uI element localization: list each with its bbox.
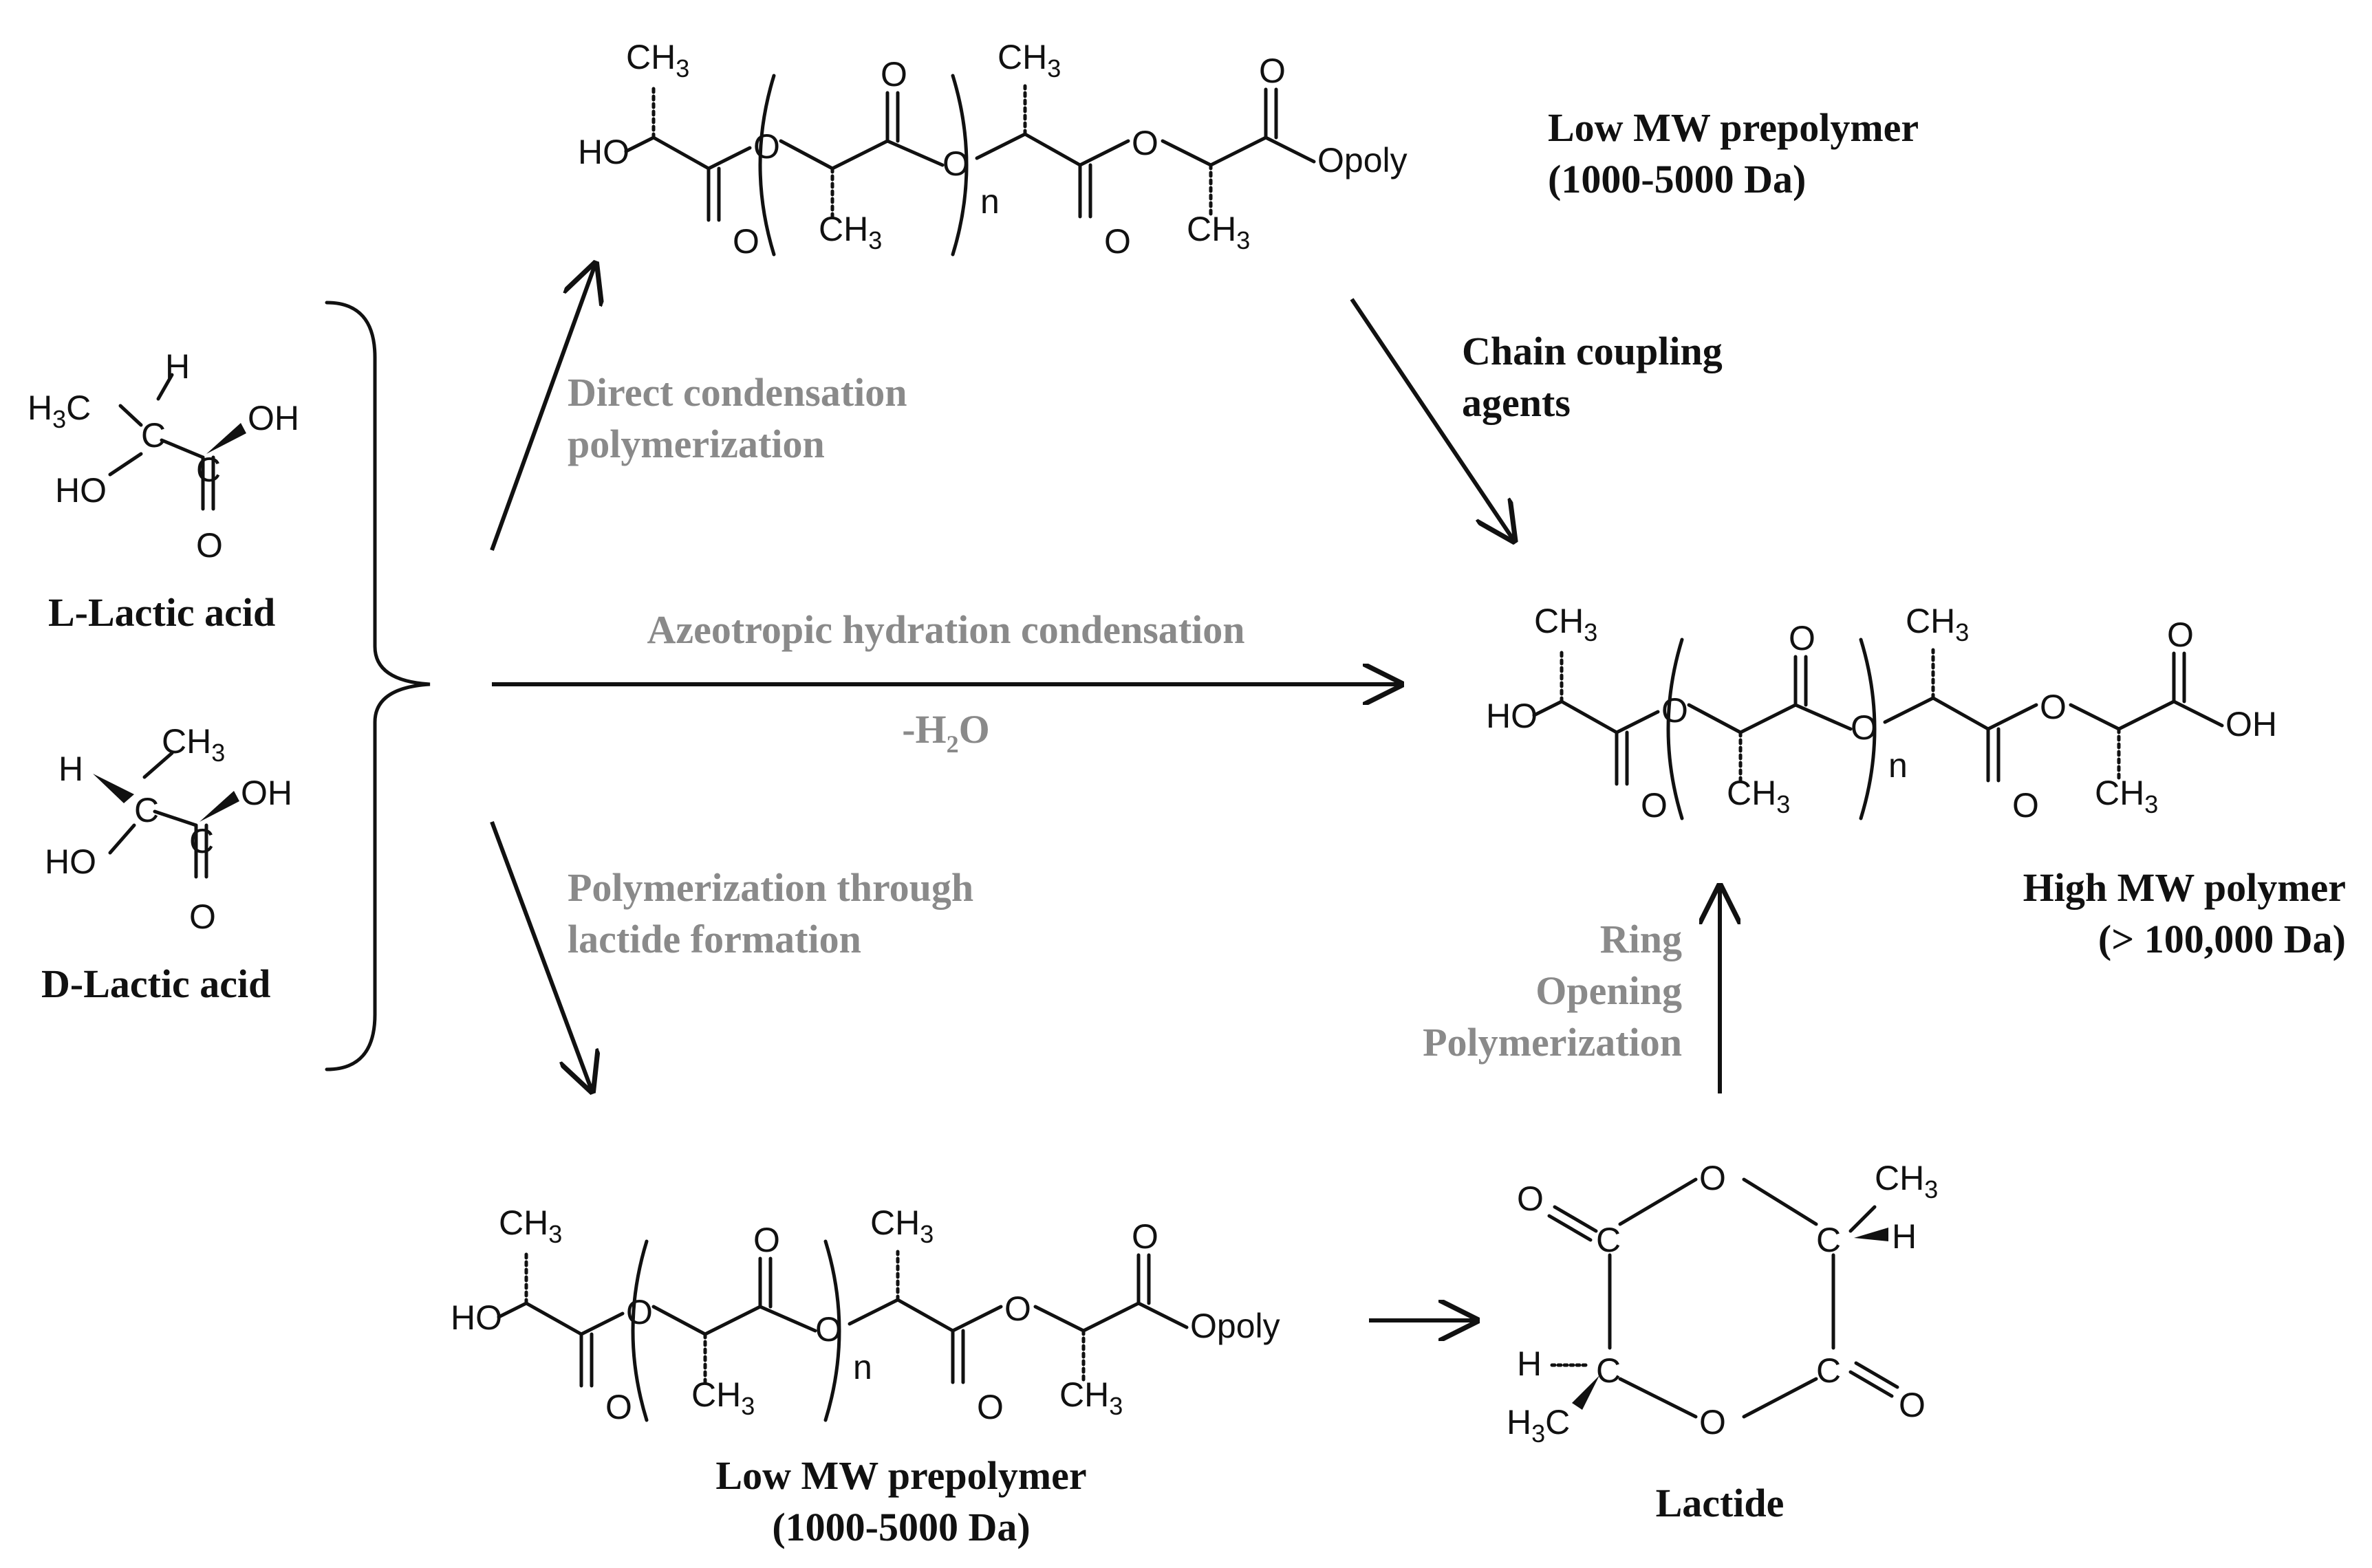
svg-text:C: C (1816, 1221, 1841, 1259)
svg-text:CH3: CH3 (870, 1204, 934, 1248)
d-acid-ho: HO (45, 842, 96, 881)
l-acid-oh: OH (248, 399, 299, 437)
lactide-label: Lactide (1656, 1481, 1785, 1525)
svg-text:O: O (753, 1221, 780, 1259)
svg-text:O: O (626, 1293, 653, 1331)
lactide-structure: O C C C C O O O CH3 H H H3C (1507, 1159, 1938, 1448)
svg-text:O: O (881, 55, 907, 94)
top-prepolymer-label-line2: (1000-5000 Da) (1548, 157, 1806, 202)
arrow-lactide-route (490, 820, 592, 1090)
l-acid-ho: HO (55, 471, 107, 510)
svg-text:O: O (605, 1388, 632, 1426)
svg-text:O: O (1699, 1159, 1726, 1197)
svg-text:CH3: CH3 (1875, 1159, 1938, 1204)
svg-text:HO: HO (1486, 697, 1538, 735)
svg-text:CH3: CH3 (1534, 602, 1597, 646)
svg-text:O: O (2040, 688, 2067, 726)
svg-text:O: O (1899, 1386, 1926, 1424)
l-acid-c: C (141, 416, 166, 455)
water-removal-label: -H2O (902, 707, 990, 758)
svg-text:CH3: CH3 (499, 1204, 562, 1248)
d-acid-ch3: CH3 (162, 722, 225, 767)
chain-coupling-label-line1: Chain coupling (1462, 329, 1723, 373)
svg-text:O: O (977, 1388, 1004, 1426)
svg-text:O: O (1132, 1217, 1158, 1256)
svg-text:O: O (1851, 708, 1877, 747)
svg-text:C: C (1816, 1351, 1841, 1390)
l-lactic-acid-structure: H3C H C OH HO C O (28, 347, 299, 565)
svg-text:Opoly: Opoly (1190, 1307, 1280, 1345)
svg-text:CH3: CH3 (998, 38, 1061, 83)
d-acid-c: C (134, 791, 159, 829)
arrow-chain-coupling (1350, 298, 1513, 540)
high-mw-polymer-label-line2: (> 100,000 Da) (2098, 917, 2346, 961)
svg-text:O: O (733, 222, 759, 261)
d-lactic-acid-structure: H CH3 C OH HO C O (45, 722, 292, 936)
svg-text:H: H (1892, 1217, 1917, 1256)
svg-text:CH3: CH3 (691, 1375, 755, 1420)
d-acid-carbonyl-c: C (189, 822, 214, 860)
svg-text:H: H (1517, 1344, 1542, 1383)
chain-coupling-label-line2: agents (1462, 380, 1571, 425)
svg-text:O: O (815, 1310, 842, 1349)
ring-opening-label-line1: Ring (1600, 917, 1682, 961)
high-mw-polymer-label-line1: High MW polymer (2023, 865, 2346, 910)
direct-condensation-label-line1: Direct condensation (568, 370, 907, 415)
svg-text:O: O (1699, 1403, 1726, 1441)
svg-text:O: O (1789, 619, 1815, 657)
svg-text:O: O (1517, 1179, 1544, 1218)
top-prepolymer-label-line1: Low MW prepolymer (1548, 105, 1919, 150)
svg-text:n: n (1888, 746, 1908, 785)
svg-text:CH3: CH3 (1187, 210, 1250, 254)
azeotropic-label: Azeotropic hydration condensation (647, 607, 1245, 652)
svg-text:CH3: CH3 (819, 210, 882, 254)
svg-text:CH3: CH3 (2095, 774, 2158, 818)
d-acid-h: H (58, 750, 83, 788)
svg-text:CH3: CH3 (626, 38, 689, 83)
top-prepolymer-structure: HO CH3 O O CH3 O O n CH3 O O CH3 O Opoly (578, 38, 1408, 261)
arrow-direct-condensation (490, 265, 595, 552)
svg-text:O: O (2167, 616, 2194, 654)
ring-opening-label-line3: Polymerization (1423, 1020, 1682, 1065)
d-acid-oh: OH (241, 774, 292, 812)
svg-text:O: O (753, 127, 780, 166)
svg-text:HO: HO (451, 1298, 502, 1337)
svg-text:HO: HO (578, 133, 629, 171)
svg-text:OH: OH (2225, 705, 2277, 743)
d-lactic-acid-label: D-Lactic acid (41, 961, 270, 1006)
svg-text:H3C: H3C (1507, 1403, 1570, 1448)
svg-text:O: O (2012, 786, 2039, 825)
l-acid-h: H (165, 347, 190, 386)
svg-text:O: O (1661, 691, 1688, 730)
svg-text:C: C (1596, 1221, 1621, 1259)
lactide-route-label-line2: lactide formation (568, 917, 861, 961)
svg-text:CH3: CH3 (1059, 1375, 1123, 1420)
svg-text:CH3: CH3 (1727, 774, 1790, 818)
high-mw-polymer-structure: HO CH3 O O CH3 O O n CH3 O O CH3 O OH (1486, 602, 2277, 825)
svg-text:O: O (1132, 124, 1158, 162)
bottom-prepolymer-label-line2: (1000-5000 Da) (772, 1505, 1030, 1549)
svg-text:O: O (1004, 1289, 1031, 1328)
svg-text:n: n (853, 1348, 872, 1386)
lactide-route-label-line1: Polymerization through (568, 865, 973, 910)
svg-text:O: O (1259, 52, 1286, 90)
l-acid-carbonyl-o: O (196, 526, 223, 565)
svg-text:Opoly: Opoly (1317, 141, 1408, 179)
bottom-prepolymer-structure: HO CH3 O O CH3 O O n CH3 O O CH3 O Opoly (451, 1204, 1280, 1426)
l-acid-carbonyl-c: C (196, 450, 221, 489)
direct-condensation-label-line2: polymerization (568, 422, 825, 466)
l-acid-h3c: H3C (28, 389, 91, 433)
svg-text:n: n (980, 182, 1000, 221)
svg-text:O: O (1104, 222, 1131, 261)
l-lactic-acid-label: L-Lactic acid (48, 590, 275, 635)
svg-text:O: O (942, 144, 969, 183)
svg-text:CH3: CH3 (1906, 602, 1969, 646)
svg-text:C: C (1596, 1351, 1621, 1390)
grouping-brace (325, 301, 431, 1071)
ring-opening-label-line2: Opening (1535, 968, 1682, 1013)
bottom-prepolymer-label-line1: Low MW prepolymer (715, 1453, 1086, 1498)
svg-text:O: O (1641, 786, 1668, 825)
d-acid-carbonyl-o: O (189, 897, 216, 936)
